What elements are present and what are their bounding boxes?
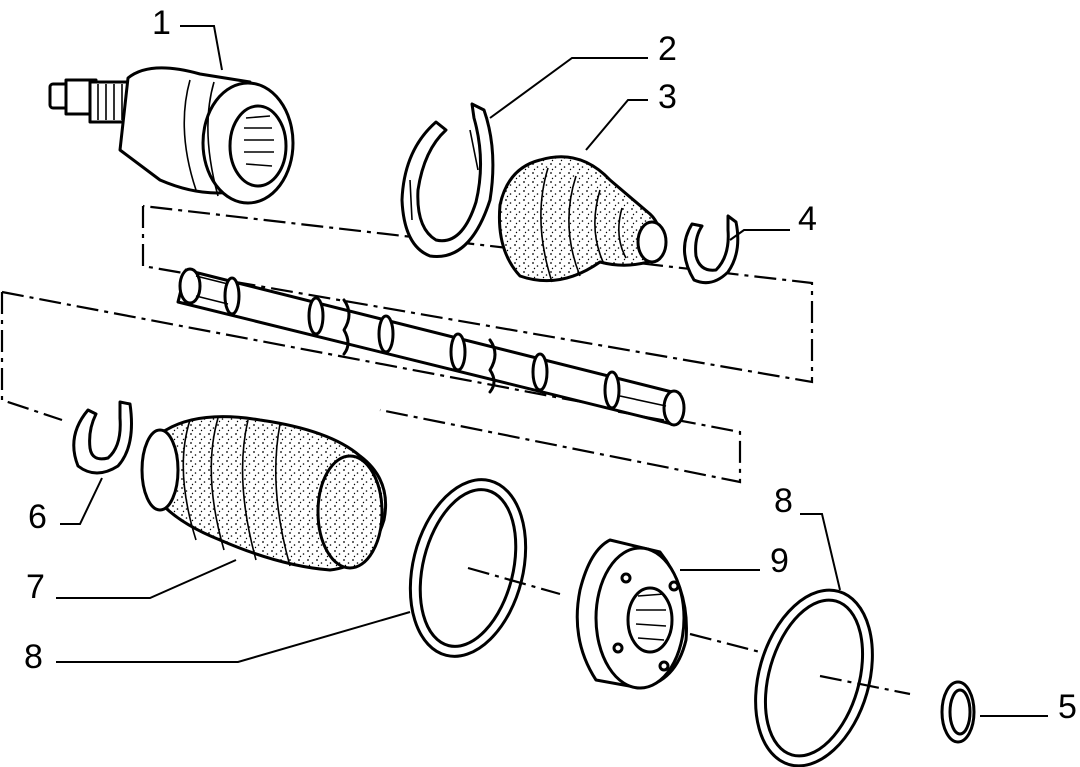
callout-9: 9 xyxy=(770,542,789,580)
callout-8-left: 8 xyxy=(24,638,43,676)
callout-4: 4 xyxy=(798,200,817,238)
inner-joint-boot xyxy=(140,415,388,572)
callout-1: 1 xyxy=(152,4,171,42)
gasket-ring-right xyxy=(754,588,874,767)
assembly-axis-line xyxy=(467,566,911,696)
circlip xyxy=(940,680,976,744)
outer-cv-joint xyxy=(48,66,295,205)
small-boot-clamp-inner xyxy=(72,400,133,475)
assembly-frame-lower xyxy=(0,290,742,484)
axle-shaft xyxy=(176,267,686,427)
callout-2: 2 xyxy=(658,30,677,68)
outer-joint-boot xyxy=(497,155,668,283)
small-boot-clamp-outer xyxy=(683,214,740,285)
leader-lines xyxy=(56,25,1048,717)
callout-6: 6 xyxy=(28,498,47,536)
inner-cv-joint xyxy=(575,538,688,690)
callout-8-right: 8 xyxy=(774,482,793,520)
callout-7: 7 xyxy=(26,568,45,606)
callout-5: 5 xyxy=(1058,688,1077,726)
large-boot-clamp xyxy=(400,102,495,259)
assembly-frame-upper xyxy=(141,204,814,384)
callout-3: 3 xyxy=(658,78,677,116)
